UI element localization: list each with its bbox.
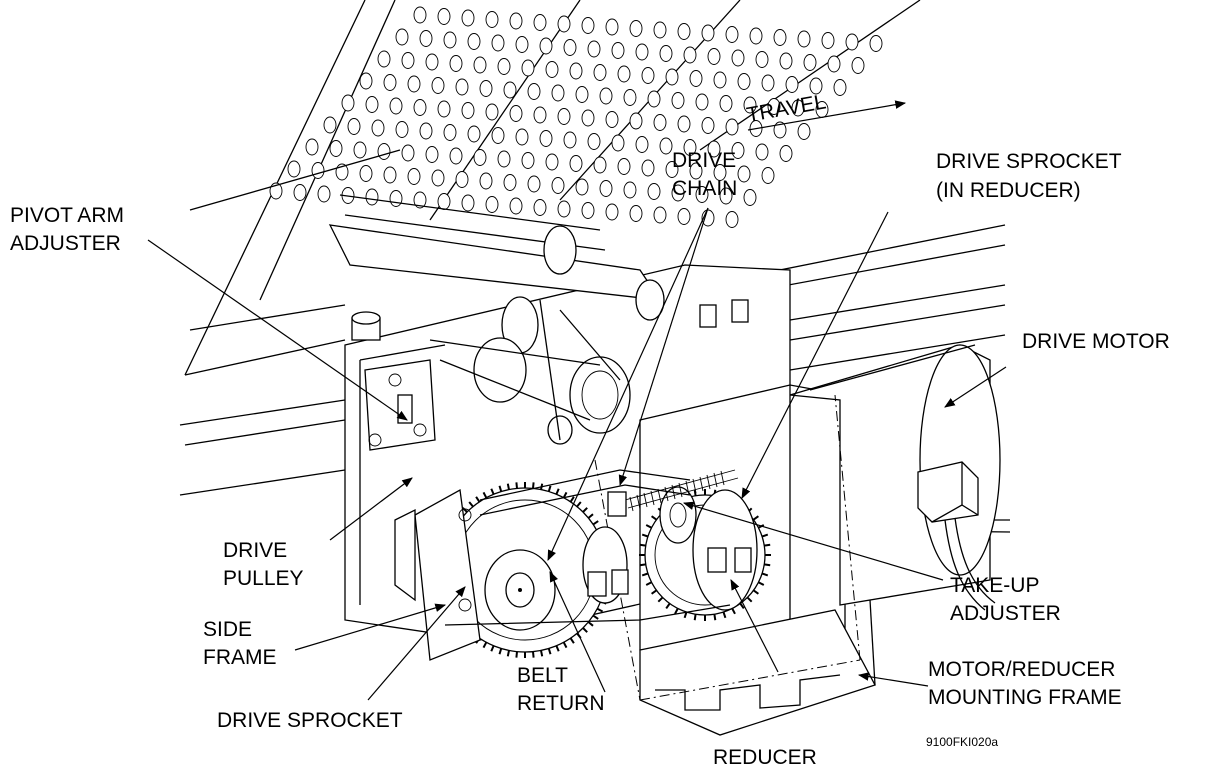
roller-bed <box>184 0 921 376</box>
callout-labels: DRIVE CHAIN DRIVE SPROCKET (IN REDUCER) … <box>10 149 1170 768</box>
drive-chain-label-1: DRIVE <box>672 149 736 172</box>
pivot-arm-label-2: ADJUSTER <box>10 232 121 255</box>
drive-pulley-label-1: DRIVE <box>223 539 287 562</box>
take-up-label-2: ADJUSTER <box>950 602 1061 625</box>
mounting-frame-label-2: MOUNTING FRAME <box>928 686 1122 709</box>
reducer-label: REDUCER <box>713 746 817 768</box>
leader-lines <box>147 207 1007 701</box>
pivot-knob <box>351 311 381 341</box>
drive-sprocket-label: DRIVE SPROCKET <box>217 709 403 732</box>
drive-chain-label-2: CHAIN <box>672 177 737 200</box>
belt-return-label-2: RETURN <box>517 692 605 715</box>
drive-motor <box>789 344 1001 611</box>
side-frame-label-1: SIDE <box>203 618 252 641</box>
travel-arrow <box>747 100 907 131</box>
mounting-frame-label-1: MOTOR/REDUCER <box>928 658 1115 681</box>
figure-id-label: 9100FKI020a <box>926 735 998 749</box>
pivot-arm-label-1: PIVOT ARM <box>10 204 124 227</box>
drive-sprocket-reducer-label-2: (IN REDUCER) <box>936 179 1081 202</box>
take-up-label-1: TAKE-UP <box>950 574 1039 597</box>
side-frame-cover <box>394 488 481 661</box>
large-drive-sprocket <box>437 482 628 658</box>
belt-return-label-1: BELT <box>517 664 568 687</box>
drive-pulley-label-2: PULLEY <box>223 567 304 590</box>
travel-label: TRAVEL <box>745 90 828 127</box>
drive-sprocket-reducer-label-1: DRIVE SPROCKET <box>936 150 1122 173</box>
side-frame-label-2: FRAME <box>203 646 277 669</box>
take-up-spring <box>587 469 752 597</box>
drive-motor-label: DRIVE MOTOR <box>1022 330 1170 353</box>
mounting-frame <box>639 599 876 736</box>
